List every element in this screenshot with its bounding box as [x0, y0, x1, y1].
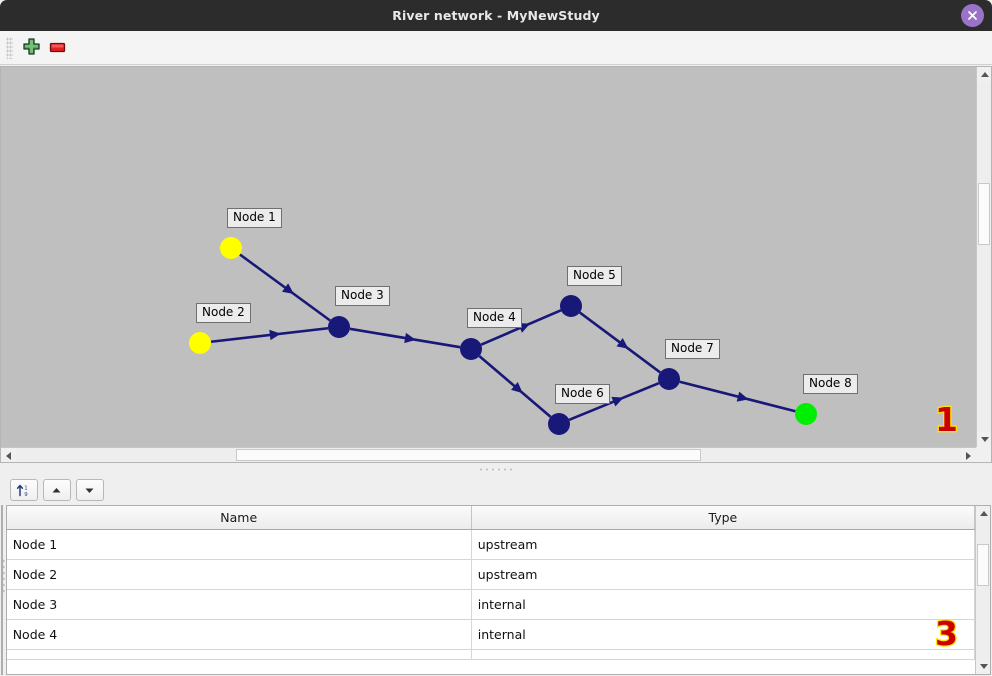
graph-edge[interactable] — [210, 326, 329, 344]
table-cell[interactable] — [6, 649, 472, 660]
horizontal-splitter[interactable] — [0, 463, 992, 475]
graph-node[interactable] — [658, 368, 680, 390]
graph-node-label[interactable]: Node 2 — [196, 303, 251, 323]
scroll-down-arrow-icon[interactable] — [1, 659, 3, 674]
toolbar-drag-handle[interactable] — [6, 36, 13, 59]
graph-node[interactable] — [548, 413, 570, 435]
arrow-down-icon[interactable] — [75, 479, 104, 501]
column-header-type[interactable]: Type — [471, 506, 976, 530]
scroll-up-arrow-icon[interactable] — [977, 67, 991, 82]
main-toolbar — [0, 31, 992, 65]
sort-ascending-icon[interactable]: 1 9 — [9, 479, 38, 501]
graph-canvas[interactable]: Node 1 Node 2 Node 3 Node 4 Node 5 Node 6 Node… — [1, 67, 976, 447]
delete-node-icon[interactable] — [44, 35, 70, 61]
graph-edge-arrow-icon — [282, 283, 294, 295]
table-cell[interactable]: upstream — [471, 559, 976, 590]
scroll-down-arrow-icon[interactable] — [976, 659, 991, 674]
column-header-name[interactable]: Name — [6, 506, 472, 530]
graph-edge[interactable] — [239, 253, 331, 322]
table-cell[interactable]: Node 2 — [6, 559, 472, 590]
graph-node[interactable] — [560, 295, 582, 317]
svg-text:9: 9 — [24, 491, 28, 497]
table-cell[interactable]: Node 4 — [6, 619, 472, 650]
svg-text:1: 1 — [24, 485, 27, 491]
graph-edge-arrow-icon — [404, 332, 416, 344]
graph-node[interactable] — [328, 316, 350, 338]
graph-node-label[interactable]: Node 5 — [567, 266, 622, 286]
scroll-left-arrow-icon[interactable] — [1, 448, 16, 462]
graph-edge-arrow-icon — [616, 338, 629, 349]
table-row[interactable] — [6, 649, 976, 660]
arrow-up-icon[interactable] — [42, 479, 71, 501]
close-icon[interactable] — [961, 4, 984, 27]
scroll-right-arrow-icon[interactable] — [961, 448, 976, 462]
graph-node[interactable] — [795, 403, 817, 425]
graph-edge-arrow-icon — [611, 396, 624, 407]
window-title: River network - MyNewStudy — [392, 8, 600, 23]
title-bar: River network - MyNewStudy — [0, 0, 992, 31]
add-node-icon[interactable] — [18, 35, 44, 61]
graph-edge-arrow-icon — [511, 382, 523, 394]
table-cell[interactable]: upstream — [471, 529, 976, 560]
graph-node-label[interactable]: Node 6 — [555, 384, 610, 404]
graph-vertical-scrollbar[interactable] — [976, 67, 991, 447]
nodes-toolbar: 1 9 — [4, 475, 992, 505]
table-cell[interactable] — [471, 649, 976, 660]
table-cell[interactable]: internal — [471, 589, 976, 620]
graph-node-label[interactable]: Node 8 — [803, 374, 858, 394]
network-graph-svg — [189, 237, 817, 435]
graph-node-label[interactable]: Node 1 — [227, 208, 282, 228]
nodes-vertical-scrollbar[interactable] — [975, 506, 991, 674]
scroll-down-arrow-icon[interactable] — [977, 432, 991, 447]
graph-node[interactable] — [189, 332, 211, 354]
graph-horizontal-scrollbar[interactable] — [1, 447, 976, 462]
graph-edge[interactable] — [679, 380, 796, 413]
scroll-up-arrow-icon[interactable] — [976, 506, 991, 521]
table-cell[interactable]: Node 3 — [6, 589, 472, 620]
graph-hscroll-thumb[interactable] — [236, 449, 701, 461]
graph-node-label[interactable]: Node 4 — [467, 308, 522, 328]
table-cell[interactable]: Node 1 — [6, 529, 472, 560]
graph-annotation-1: 1 — [934, 399, 959, 441]
graph-edge-arrow-icon — [736, 391, 749, 402]
scrollbar-corner — [976, 447, 991, 462]
graph-edge[interactable] — [349, 327, 461, 349]
graph-node[interactable] — [460, 338, 482, 360]
network-graph-panel[interactable]: Node 1 Node 2 Node 3 Node 4 Node 5 Node 6 Node… — [0, 66, 992, 463]
graph-edge-arrow-icon — [269, 329, 281, 341]
graph-node-label[interactable]: Node 7 — [665, 339, 720, 359]
graph-node[interactable] — [220, 237, 242, 259]
nodes-vscroll-thumb[interactable] — [977, 544, 990, 586]
table-cell[interactable]: internal — [471, 619, 976, 650]
splitter-grip-icon — [478, 467, 514, 471]
graph-node-label[interactable]: Node 3 — [335, 286, 390, 306]
graph-vscroll-thumb[interactable] — [978, 183, 990, 245]
